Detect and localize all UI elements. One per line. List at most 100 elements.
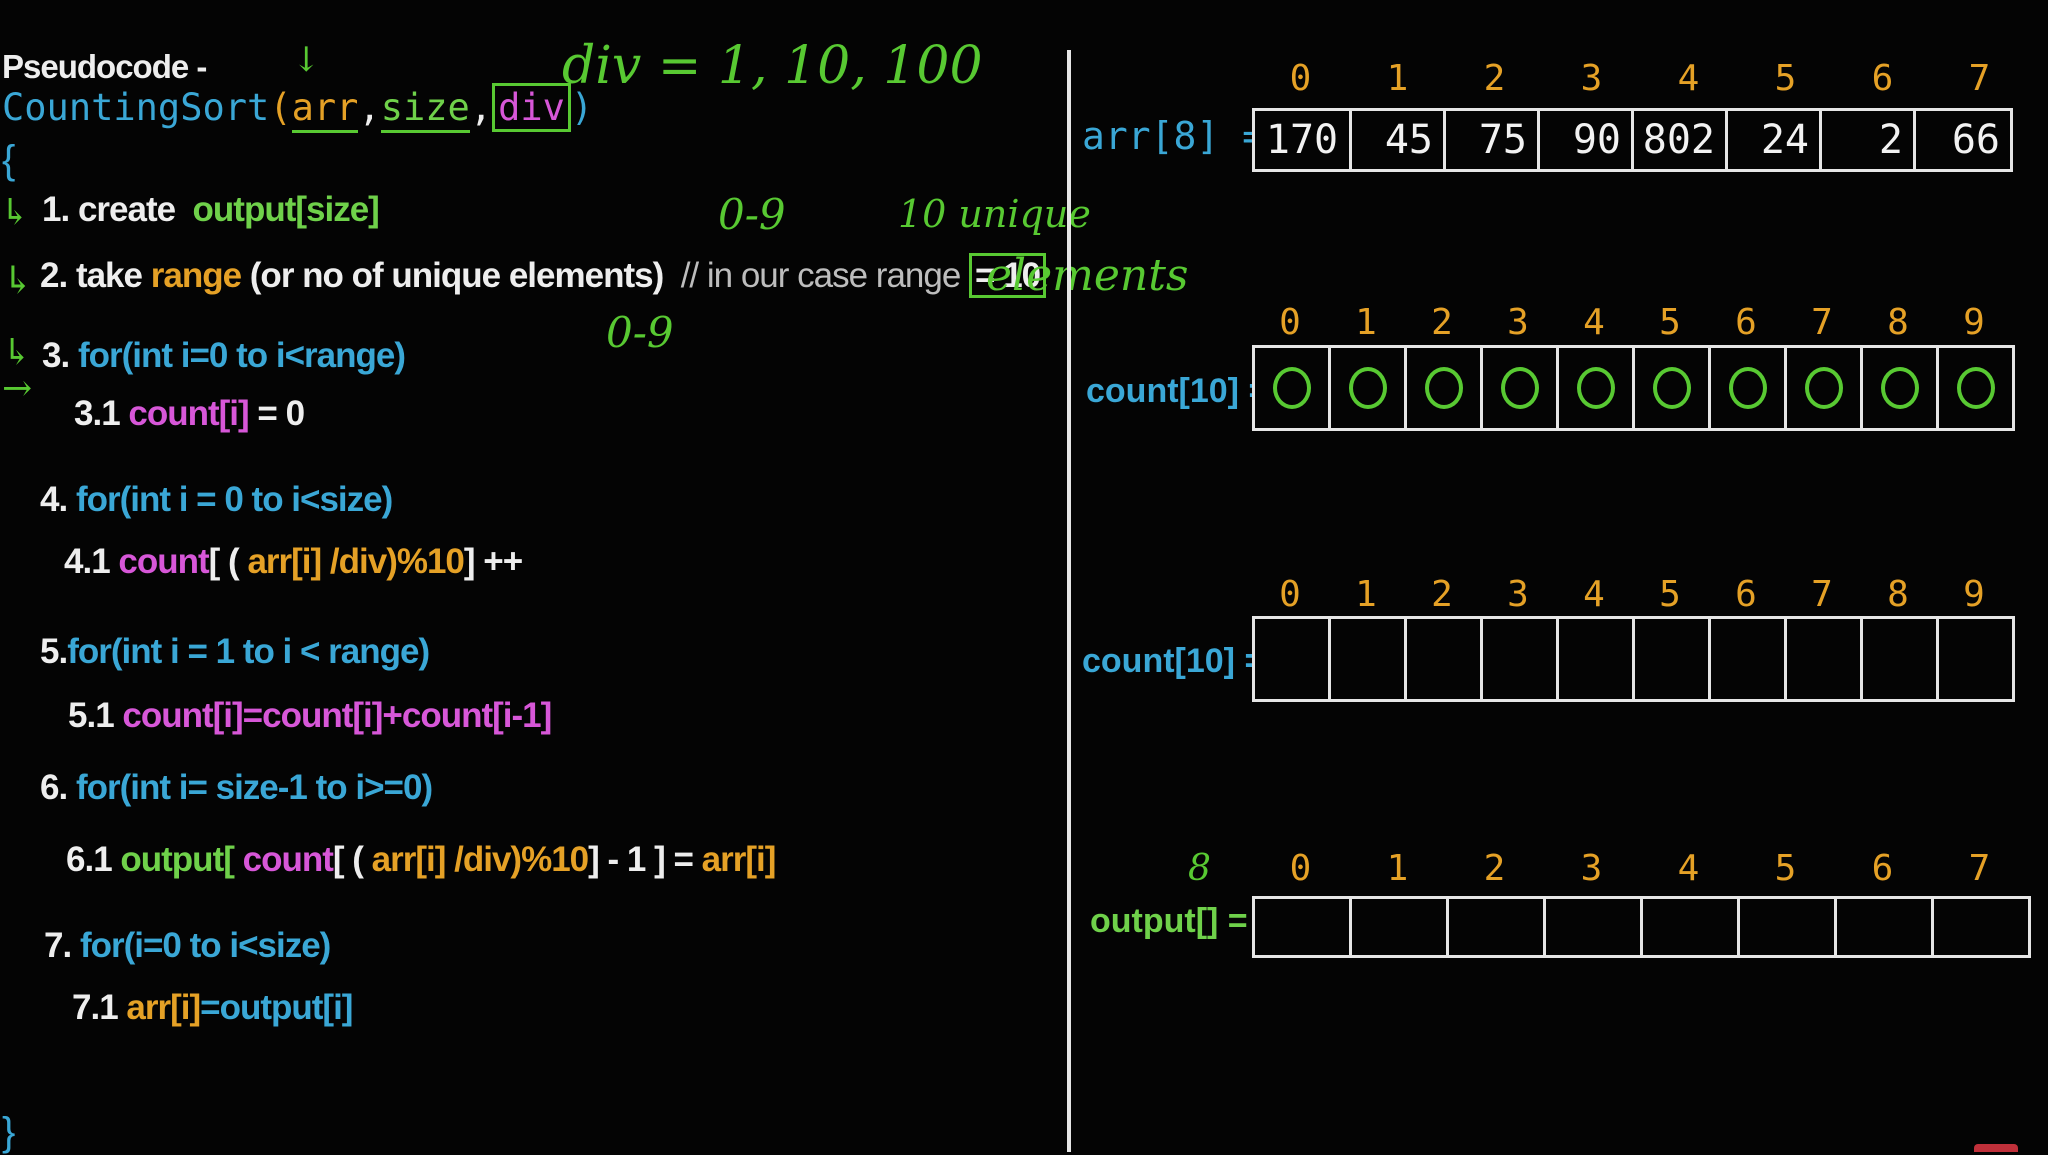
count2-index-7: 7 <box>1811 574 1833 615</box>
brace-close: } <box>2 1110 16 1154</box>
count1-index-2: 2 <box>1431 302 1453 343</box>
step-7: 7. for(i=0 to i<size) <box>44 926 331 965</box>
output-cell-2 <box>1449 899 1546 955</box>
step-6-1: 6.1 output[ count[ ( arr[i] /div)%10] - … <box>66 840 776 879</box>
count1-index-5: 5 <box>1659 302 1681 343</box>
count1-zero-1 <box>1348 367 1387 409</box>
arr-index-7: 7 <box>1968 58 1991 99</box>
function-name: CountingSort <box>2 86 270 129</box>
step-6: 6. for(int i= size-1 to i>=0) <box>40 768 433 807</box>
output-index-5: 5 <box>1774 848 1797 889</box>
arr-index-4: 4 <box>1677 58 1700 99</box>
count2-index-0: 0 <box>1279 574 1301 615</box>
output-index-0: 0 <box>1289 848 1312 889</box>
range-note-2: 0-9 <box>606 308 674 357</box>
output-index-6: 6 <box>1871 848 1894 889</box>
count1-cell-6 <box>1711 348 1787 428</box>
count1-zero-5 <box>1652 367 1691 409</box>
count2-index-6: 6 <box>1735 574 1757 615</box>
count1-index-1: 1 <box>1355 302 1377 343</box>
step-4-1: 4.1 count[ ( arr[i] /div)%10] ++ <box>64 542 523 581</box>
count-label-2: count[10] = <box>1082 642 1265 680</box>
output-cell-3 <box>1546 899 1643 955</box>
arr-cell-6: 2 <box>1822 111 1916 169</box>
count1-zero-7 <box>1804 367 1843 409</box>
count-array-2 <box>1252 616 2015 702</box>
step-7-1: 7.1 arr[i]=output[i] <box>72 988 353 1027</box>
arr-index-2: 2 <box>1483 58 1506 99</box>
output-index-1: 1 <box>1386 848 1409 889</box>
count1-index-7: 7 <box>1811 302 1833 343</box>
step-2: 2. take range (or no of unique elements)… <box>40 253 1047 298</box>
count2-cell-9 <box>1939 619 2012 699</box>
output-label: output[] = <box>1090 902 1248 940</box>
down-arrow: ↓ <box>292 40 321 80</box>
arr-cell-7: 66 <box>1951 117 2000 163</box>
output-array <box>1252 896 2031 958</box>
output-index-4: 4 <box>1677 848 1700 889</box>
count2-index-4: 4 <box>1583 574 1605 615</box>
arr-index-6: 6 <box>1871 58 1894 99</box>
arr-label: arr[8] = <box>1082 114 1266 158</box>
count2-cell-7 <box>1787 619 1863 699</box>
count1-index-4: 4 <box>1583 302 1605 343</box>
arr-indices: 0 1 2 3 4 5 6 7 <box>1252 58 2028 99</box>
output-cell-4 <box>1643 899 1740 955</box>
function-signature: CountingSort(arr,size,div) <box>2 83 593 133</box>
step-5: 5.for(int i = 1 to i < range) <box>40 632 430 671</box>
count2-index-1: 1 <box>1355 574 1377 615</box>
vertical-divider <box>1067 50 1071 1152</box>
count1-zero-9 <box>1956 367 1995 409</box>
output-size-note: 8 <box>1188 848 1211 889</box>
count1-cell-7 <box>1787 348 1863 428</box>
video-progress-marker <box>1974 1144 2018 1152</box>
hook-arrow-2: ↳ <box>2 258 34 302</box>
count1-index-8: 8 <box>1887 302 1909 343</box>
count2-index-3: 3 <box>1507 574 1529 615</box>
count2-cell-2 <box>1407 619 1483 699</box>
arr-index-1: 1 <box>1386 58 1409 99</box>
step-3-1: 3.1 count[i] = 0 <box>74 394 305 433</box>
arr-index-5: 5 <box>1774 58 1797 99</box>
arr-cell-0: 170 <box>1255 111 1352 169</box>
div-values-note: div = 1, 10, 100 <box>562 36 983 96</box>
count2-index-8: 8 <box>1887 574 1909 615</box>
arr-index-0: 0 <box>1289 58 1312 99</box>
range-note-1: 0-9 <box>718 190 786 239</box>
count1-cell-4 <box>1559 348 1635 428</box>
output-cell-7 <box>1934 899 2028 955</box>
count1-cell-5 <box>1635 348 1711 428</box>
range-value-box: = 10 <box>969 253 1047 298</box>
arr-index-3: 3 <box>1580 58 1603 99</box>
count1-zero-0 <box>1272 367 1311 409</box>
count1-cell-9 <box>1939 348 2012 428</box>
step-3: 3. for(int i=0 to i<range) <box>42 336 406 375</box>
count2-index-5: 5 <box>1659 574 1681 615</box>
count1-cell-0 <box>1255 348 1331 428</box>
count1-zero-4 <box>1576 367 1615 409</box>
pseudocode-heading: Pseudocode - <box>2 48 207 85</box>
count-array-1 <box>1252 345 2015 431</box>
param-arr: arr <box>291 86 359 133</box>
output-cell-1 <box>1352 899 1449 955</box>
arr-cell-3: 90 <box>1540 111 1634 169</box>
count1-index-0: 0 <box>1279 302 1301 343</box>
count1-cell-2 <box>1407 348 1483 428</box>
right-arrow: → <box>2 368 33 409</box>
count2-index-2: 2 <box>1431 574 1453 615</box>
output-cell-6 <box>1837 899 1934 955</box>
count1-cell-1 <box>1331 348 1407 428</box>
step-4: 4. for(int i = 0 to i<size) <box>40 480 393 519</box>
count1-zero-8 <box>1880 367 1919 409</box>
count1-cell-3 <box>1483 348 1559 428</box>
output-index-2: 2 <box>1483 848 1506 889</box>
count2-cell-3 <box>1483 619 1559 699</box>
count1-zero-6 <box>1728 367 1767 409</box>
count-label-1: count[10] = <box>1086 372 1269 410</box>
step-5-1: 5.1 count[i]=count[i]+count[i-1] <box>68 696 552 735</box>
count1-cell-8 <box>1863 348 1939 428</box>
